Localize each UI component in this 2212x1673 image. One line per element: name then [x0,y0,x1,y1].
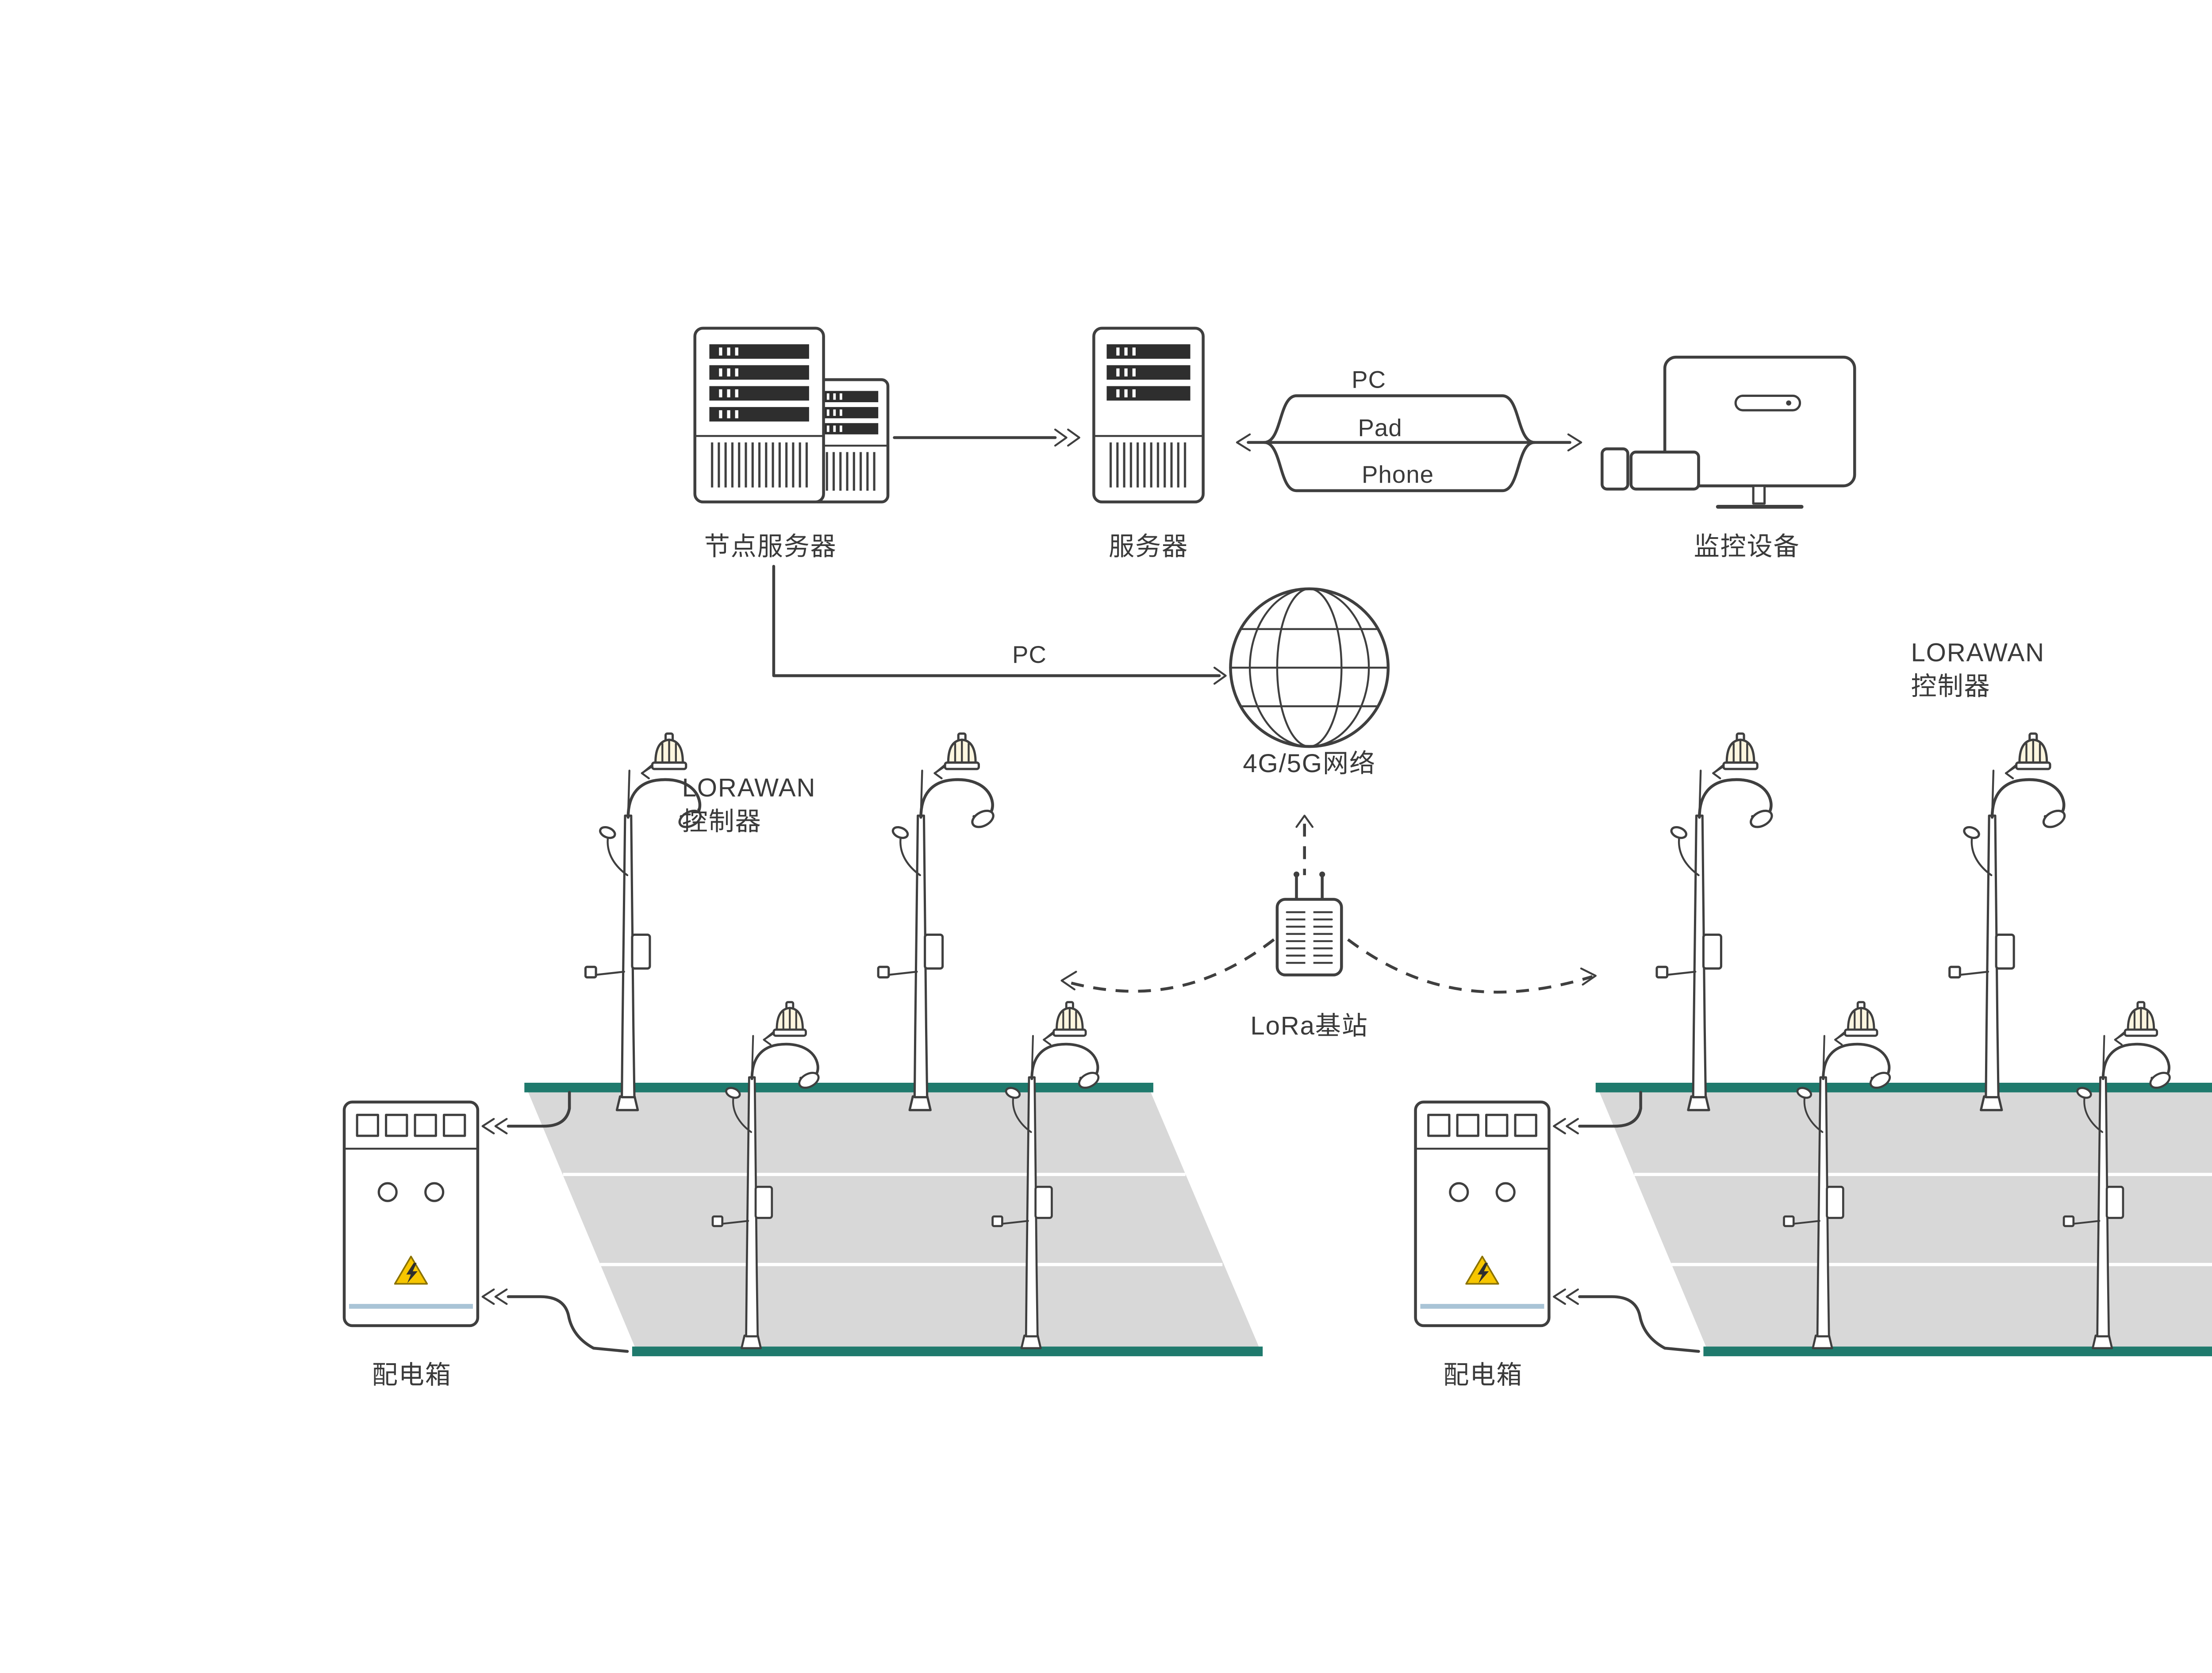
monitor-icon [1601,355,1856,509]
street-lamp [1657,771,1774,1110]
tablet-icon [1629,450,1700,491]
alarm-beacon-icon [934,734,979,778]
uplink-pc-label: PC [1012,642,1047,669]
lorawan-controller-right-label: LORAWAN 控制器 [1911,640,2045,701]
server-monitor-link [1236,394,1582,492]
alarm-beacon-icon [2006,734,2050,778]
distribution-box-right-icon [1416,1102,1549,1326]
phone-icon [1601,447,1629,491]
node-to-server-arrow [893,428,1080,447]
node-server-label: 节点服务器 [704,534,837,562]
server-icon [1092,327,1205,504]
client-pc-label: PC [1352,366,1386,394]
alarm-beacon-icon [764,1002,806,1045]
lora-gateway-icon [1275,871,1343,977]
road-right [1596,1088,2212,1351]
network-to-gateway-arrow [1295,815,1314,875]
street-lamp [878,771,996,1110]
server-to-network-link [772,565,1227,685]
client-phone-label: Phone [1362,462,1434,489]
distribution-box-left-icon [344,1102,478,1326]
alarm-beacon-icon [1044,1002,1086,1045]
gateway-to-left-site-link [1060,938,1275,993]
node-server-icon [693,327,890,504]
road-left [524,1088,1263,1351]
gateway-label: LoRa基站 [1250,1013,1368,1041]
lorawan-controller-left-label: LORAWAN 控制器 [682,775,816,836]
alarm-beacon-icon [642,734,686,778]
alarm-beacon-icon [1713,734,1757,778]
alarm-beacon-icon [2115,1002,2157,1045]
distribution-box-left-label: 配电箱 [372,1362,452,1390]
globe-icon [1229,587,1390,748]
client-pad-label: Pad [1358,415,1402,442]
server-label: 服务器 [1109,534,1189,562]
distribution-box-right-label: 配电箱 [1443,1362,1523,1390]
street-lamp [1950,771,2067,1110]
monitor-label: 监控设备 [1694,534,1800,562]
gateway-to-right-site-link [1347,938,1597,994]
network-label: 4G/5G网络 [1243,751,1376,779]
alarm-beacon-icon [1835,1002,1877,1045]
